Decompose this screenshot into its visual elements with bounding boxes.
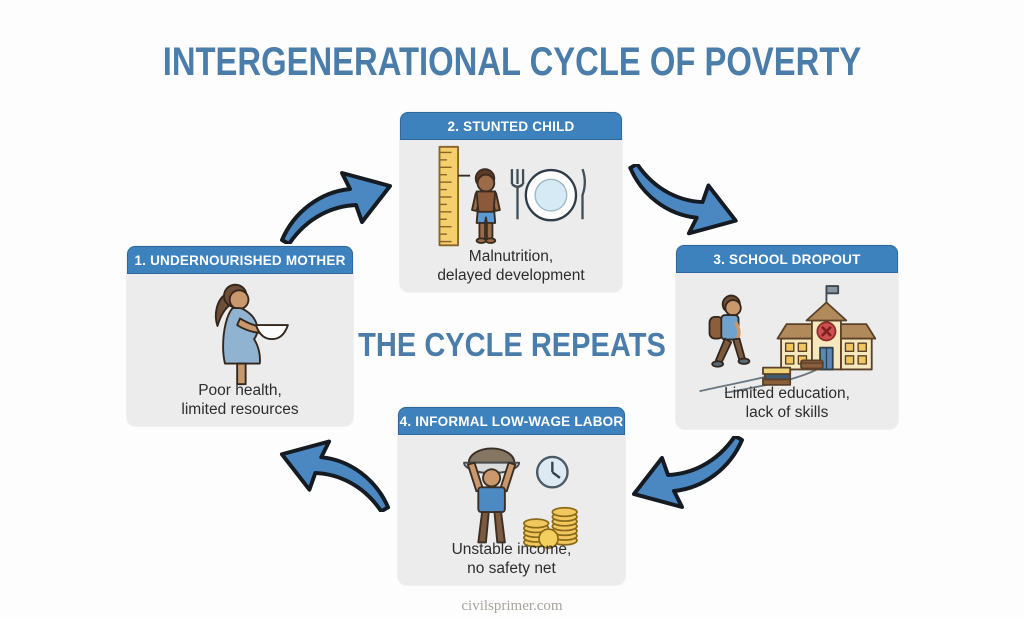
step-header-label: 2. STUNTED CHILD	[447, 118, 575, 134]
arrow-step4-to-step1-icon	[279, 439, 391, 512]
step-description: Limited education, lack of skills	[676, 384, 898, 422]
arrow-step2-to-step3-icon	[628, 164, 738, 236]
step-card-school-dropout: 3. SCHOOL DROPOUT Limited education, lac…	[676, 245, 898, 429]
arrow-step1-to-step2-icon	[280, 171, 392, 244]
step-header-1: 1. UNDERNOURISHED MOTHER	[127, 246, 353, 274]
step-description: Poor health, limited resources	[127, 381, 353, 419]
step-header-label: 3. SCHOOL DROPOUT	[713, 251, 861, 267]
step-header-2: 2. STUNTED CHILD	[400, 112, 622, 140]
step-description: Malnutrition, delayed development	[400, 247, 622, 285]
desc-line-2: delayed development	[437, 267, 585, 284]
child-height-ruler-empty-plate-icon	[438, 145, 586, 247]
student-leaving-school-icon	[699, 285, 877, 393]
desc-line-1: Malnutrition,	[468, 248, 554, 265]
desc-line-2: no safety net	[467, 560, 556, 577]
desc-line-1: Poor health,	[198, 382, 282, 399]
step-card-informal-low-wage-labor: 4. INFORMAL LOW-WAGE LABOR	[398, 407, 625, 585]
arrow-step3-to-step4-icon	[632, 436, 744, 509]
step-header-label: 1. UNDERNOURISHED MOTHER	[134, 252, 346, 268]
watermark-text: civilsprimer.com	[461, 598, 563, 614]
desc-line-1: Limited education,	[724, 385, 850, 402]
pregnant-mother-with-bowl-icon	[214, 283, 289, 386]
desc-line-2: lack of skills	[745, 404, 829, 421]
step-header-label: 4. INFORMAL LOW-WAGE LABOR	[399, 413, 624, 429]
page-title: INTERGENERATIONAL CYCLE OF POVERTY	[162, 40, 862, 84]
step-description: Unstable income, no safety net	[398, 540, 625, 578]
step-header-3: 3. SCHOOL DROPOUT	[676, 245, 898, 273]
step-card-undernourished-mother: 1. UNDERNOURISHED MOTHER Poor health, li…	[127, 246, 353, 426]
cycle-repeats-label: THE CYCLE REPEATS	[358, 326, 666, 363]
desc-line-2: limited resources	[181, 401, 299, 418]
desc-line-1: Unstable income,	[451, 541, 572, 558]
step-card-stunted-child: 2. STUNTED CHILD	[400, 112, 622, 292]
step-header-4: 4. INFORMAL LOW-WAGE LABOR	[398, 407, 625, 435]
laborer-clock-coins-icon	[462, 447, 578, 549]
